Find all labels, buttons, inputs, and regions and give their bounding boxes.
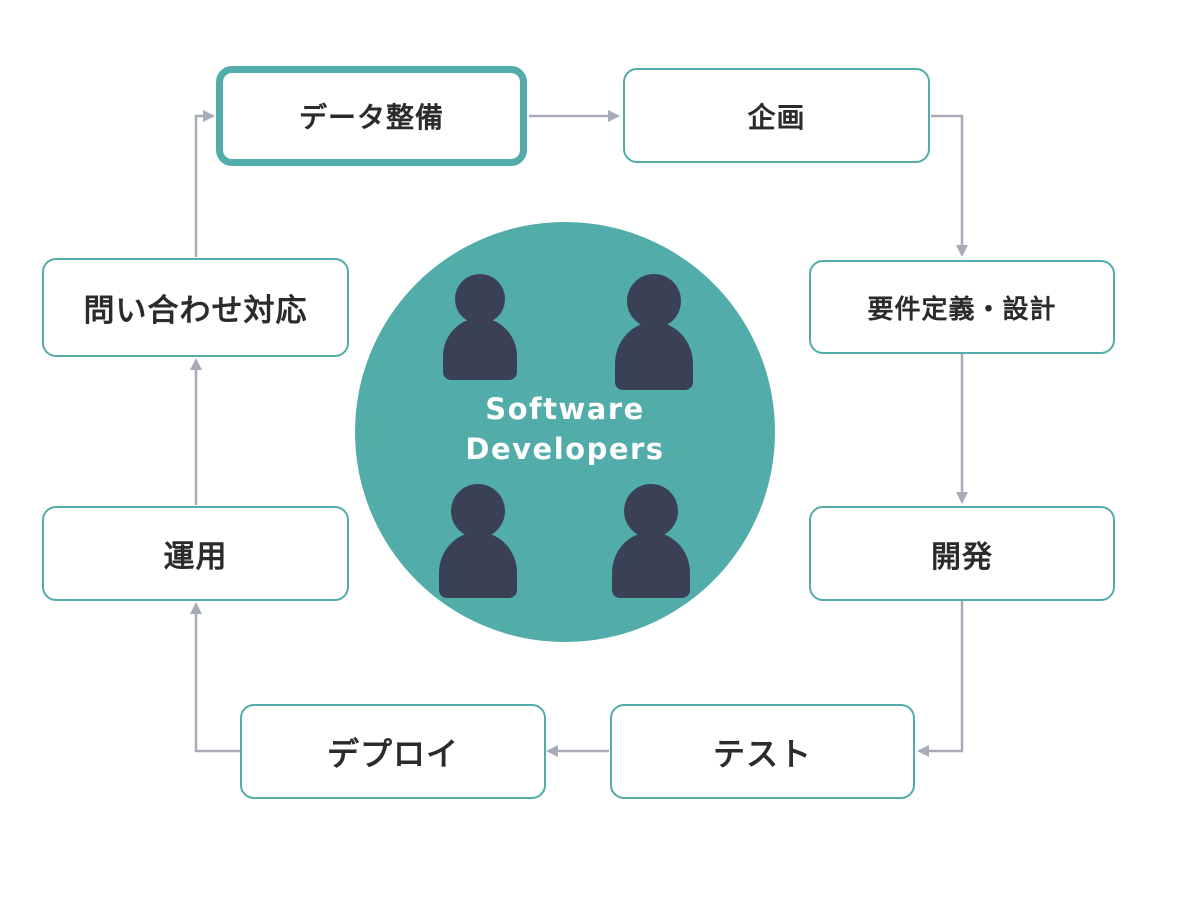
- step-label: データ整備: [298, 101, 444, 134]
- arrow-deploy-to-operation: [190, 602, 240, 753]
- hub-label-line1: Software: [485, 392, 645, 426]
- step-label: デプロイ: [326, 734, 459, 773]
- step-label: 問い合わせ対応: [83, 293, 308, 329]
- developers-hub: Software Developers: [355, 222, 775, 642]
- step-label: テスト: [712, 734, 812, 773]
- step-requirements-design: 要件定義・設計: [809, 260, 1115, 354]
- step-deploy: デプロイ: [240, 704, 546, 799]
- arrow-inquiry-to-data: [194, 110, 215, 257]
- step-label: 企画: [747, 100, 806, 134]
- arrow-planning-to-requirements: [931, 114, 968, 257]
- step-operation: 運用: [42, 506, 349, 601]
- arrow-development-to-test: [917, 601, 964, 757]
- step-development: 開発: [809, 506, 1115, 601]
- developer-icon: [443, 274, 517, 380]
- developer-icon: [612, 484, 690, 598]
- developer-icon: [615, 274, 693, 390]
- developer-icon: [439, 484, 517, 598]
- step-label: 運用: [163, 539, 228, 575]
- hub-label-line2: Developers: [465, 432, 665, 466]
- step-label: 要件定義・設計: [867, 294, 1057, 325]
- step-data-preparation: データ整備: [216, 66, 527, 166]
- step-inquiry-support: 問い合わせ対応: [42, 258, 349, 357]
- step-label: 開発: [931, 539, 993, 575]
- step-test: テスト: [610, 704, 915, 799]
- step-planning: 企画: [623, 68, 930, 163]
